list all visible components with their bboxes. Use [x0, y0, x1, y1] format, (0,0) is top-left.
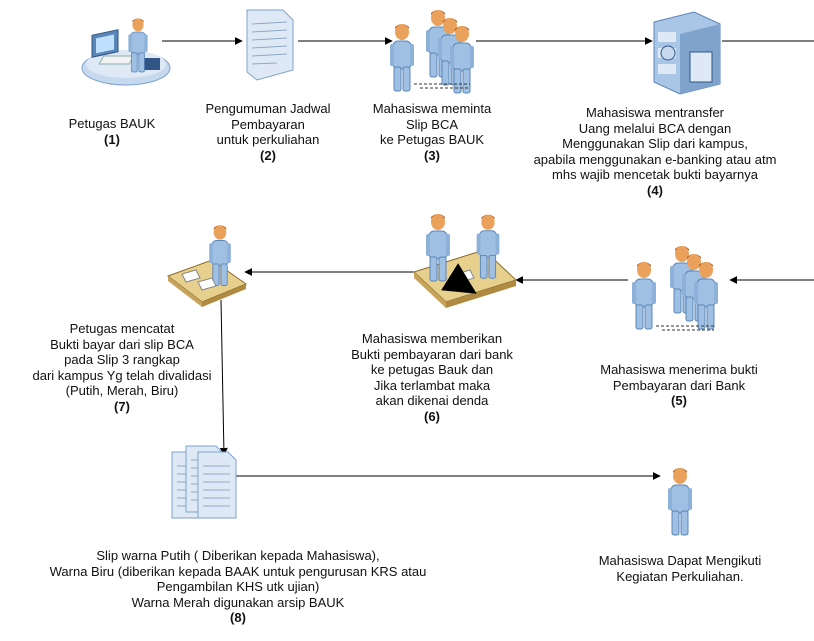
node-label-3: Mahasiswa meminta Slip BCA ke Petugas BA…: [373, 101, 492, 163]
node-label-4: Mahasiswa mentransfer Uang melalui BCA d…: [534, 105, 777, 198]
node-text: Bukti bayar dari slip BCA: [50, 336, 194, 352]
node-text: ke petugas Bauk dan: [370, 362, 494, 377]
node-text: Pembayaran: [231, 116, 305, 132]
node-text: Warna Merah digunakan arsip BAUK: [131, 594, 345, 610]
node-text: akan dikenai denda: [375, 393, 489, 408]
flow-arrows: [162, 37, 814, 480]
worker-desk-icon: [166, 224, 248, 307]
node-text: Mahasiswa menerima bukti: [600, 362, 758, 377]
node-label-8: Slip warna Putih ( Diberikan kepada Maha…: [50, 548, 427, 626]
node-text: Petugas BAUK: [68, 116, 156, 131]
step-number: (6): [424, 408, 440, 424]
node-text: Pengumuman Jadwal: [205, 101, 331, 116]
student-group-icon: [389, 9, 475, 94]
node-label-9: Mahasiswa Dapat Mengikuti Kegiatan Perku…: [599, 553, 762, 584]
node-text: Uang melalui BCA dengan: [578, 120, 732, 136]
node-text: Mahasiswa meminta: [372, 101, 492, 116]
node-label-5: Mahasiswa menerima bukti Pembayaran dari…: [600, 362, 758, 409]
node-label-2: Pengumuman Jadwal Pembayaran untuk perku…: [205, 101, 330, 163]
student-icon: [667, 467, 693, 536]
node-text: Slip BCA: [405, 116, 459, 132]
step-number: (8): [230, 610, 246, 625]
step-number: (7): [114, 398, 130, 414]
node-text: Bukti pembayaran dari bank: [351, 346, 513, 362]
node-text: Menggunakan Slip dari kampus,: [562, 136, 748, 151]
node-text: Kegiatan Perkuliahan.: [616, 568, 744, 584]
node-text: Pengambilan KHS utk ujian): [156, 579, 320, 594]
node-text: Slip warna Putih ( Diberikan kepada Maha…: [96, 548, 380, 563]
step-number: (5): [671, 393, 687, 408]
node-text: (Putih, Merah, Biru): [65, 383, 179, 398]
node-text: Pembayaran dari Bank: [612, 377, 746, 393]
node-text: Jika terlambat maka: [373, 377, 491, 393]
document-stack-icon: [171, 445, 237, 519]
node-text: Mahasiswa memberikan: [361, 331, 503, 346]
node-text: untuk perkuliahan: [216, 132, 320, 147]
student-group-icon: [631, 245, 719, 331]
node-text: ke Petugas BAUK: [379, 132, 485, 147]
step-number: (3): [424, 147, 440, 163]
node-text: Petugas mencatat: [69, 321, 175, 336]
arrow-7-8: [219, 299, 228, 456]
office-worker-icon: [81, 17, 171, 86]
node-text: pada Slip 3 rangkap: [64, 352, 180, 367]
step-number: (1): [104, 131, 120, 147]
node-text: Mahasiswa Dapat Mengikuti: [598, 553, 762, 568]
node-text: Mahasiswa mentransfer: [586, 105, 724, 120]
node-label-7: Petugas mencatat Bukti bayar dari slip B…: [33, 321, 212, 414]
bank-building-icon: [653, 11, 721, 95]
step-number: (2): [260, 147, 276, 163]
meeting-table-icon: [413, 213, 517, 308]
node-label-6: Mahasiswa memberikan Bukti pembayaran da…: [351, 331, 513, 424]
step-number: (4): [647, 182, 663, 198]
node-text: apabila menggunakan e-banking atau atm: [533, 151, 777, 167]
node-label-1: Petugas BAUK (1): [69, 116, 156, 147]
node-text: dari kampus Yg telah divalidasi: [32, 367, 212, 383]
document-icon: [246, 9, 294, 81]
node-text: mhs wajib mencetak bukti bayarnya: [552, 167, 758, 182]
node-text: Warna Biru (diberikan kepada BAAK untuk …: [49, 563, 427, 579]
